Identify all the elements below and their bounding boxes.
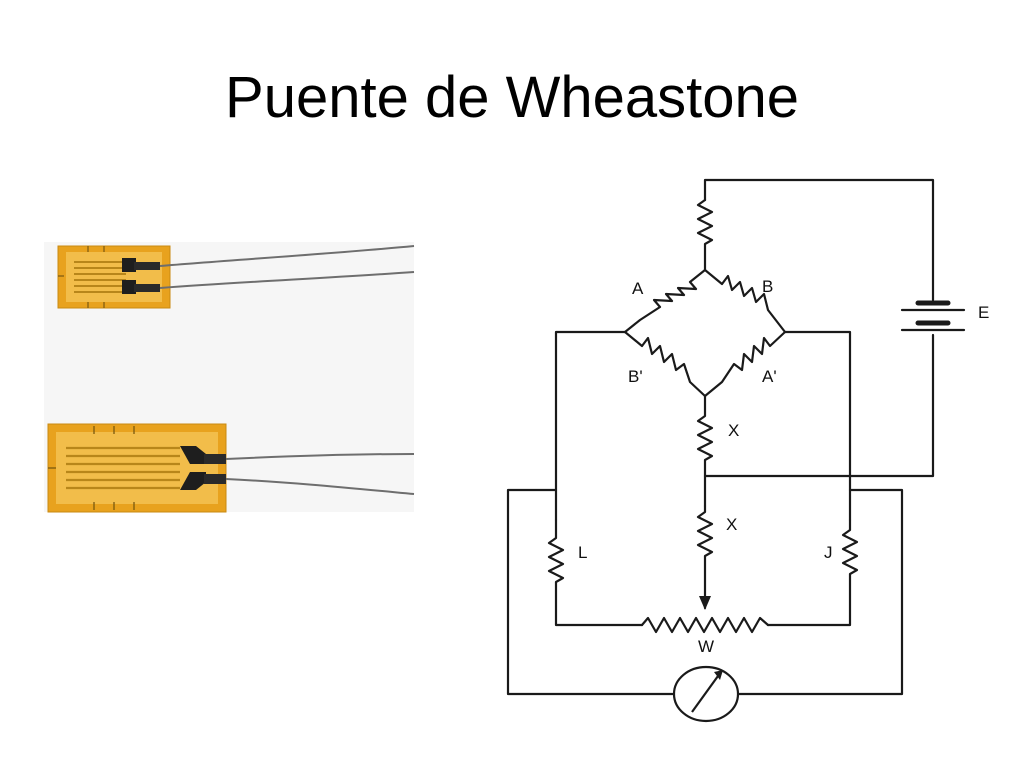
lead-wire-lower-2 xyxy=(225,478,415,495)
label-E: E xyxy=(978,303,989,322)
slide-title: Puente de Wheastone xyxy=(225,65,799,130)
label-J: J xyxy=(824,543,833,562)
gauge-backing-inner xyxy=(66,252,162,302)
gauge-pad-bottom xyxy=(122,280,136,294)
wire-right-node xyxy=(783,330,852,522)
resistor-L xyxy=(547,518,644,627)
wire-left-node xyxy=(554,330,627,522)
lead-wire-upper-2 xyxy=(159,271,415,289)
label-W: W xyxy=(698,637,714,656)
galvanometer xyxy=(672,665,740,723)
wire-meter-left xyxy=(506,488,680,696)
gauge-tab-bottom xyxy=(134,284,160,292)
wire-battery-to-center xyxy=(703,333,935,478)
resistor-A xyxy=(623,268,707,334)
resistor-J xyxy=(766,518,859,627)
wiper-arrow xyxy=(699,596,711,610)
battery-E xyxy=(900,300,966,332)
strain-gauge-small xyxy=(57,245,415,309)
strain-gauge-large xyxy=(47,423,415,513)
resistor-X-lower xyxy=(696,504,714,610)
wheatstone-bridge-diagram: A B B' A' X X E L J W xyxy=(490,160,1000,730)
resistor-X-upper xyxy=(696,394,714,508)
resistor-B xyxy=(703,268,787,334)
resistor-A-prime xyxy=(703,330,787,398)
gauge-grid xyxy=(66,446,180,490)
resistor-B-prime xyxy=(623,330,707,398)
gauge-tab-top xyxy=(204,454,226,464)
lead-wire-lower-1 xyxy=(225,453,415,460)
label-X-lower: X xyxy=(726,515,737,534)
label-X-upper: X xyxy=(728,421,739,440)
gauge-ticks xyxy=(48,426,135,510)
gauge-ticks xyxy=(58,246,105,308)
gauge-grid xyxy=(74,261,126,293)
strain-gauge-illustration xyxy=(44,242,415,513)
gauge-pad-bottom xyxy=(180,472,206,490)
label-A: A xyxy=(632,279,644,298)
gauge-backing-inner xyxy=(56,432,218,504)
resistor-top xyxy=(696,198,714,272)
gauge-pad-top xyxy=(180,446,206,464)
label-B: B xyxy=(762,277,773,296)
gauge-tab-bottom xyxy=(204,474,226,484)
circuit-svg: A B B' A' X X E L J W xyxy=(506,178,989,723)
wire-meter-right xyxy=(732,488,904,696)
label-A-prime: A' xyxy=(762,367,777,386)
label-B-prime: B' xyxy=(628,367,643,386)
wire-top-to-battery xyxy=(703,178,935,302)
potentiometer-W xyxy=(640,616,770,634)
label-L: L xyxy=(578,543,587,562)
gauge-pad-top xyxy=(122,258,136,272)
gauge-tab-top xyxy=(134,262,160,270)
strain-gauge-photo xyxy=(30,232,420,522)
lead-wire-upper-1 xyxy=(159,245,415,267)
